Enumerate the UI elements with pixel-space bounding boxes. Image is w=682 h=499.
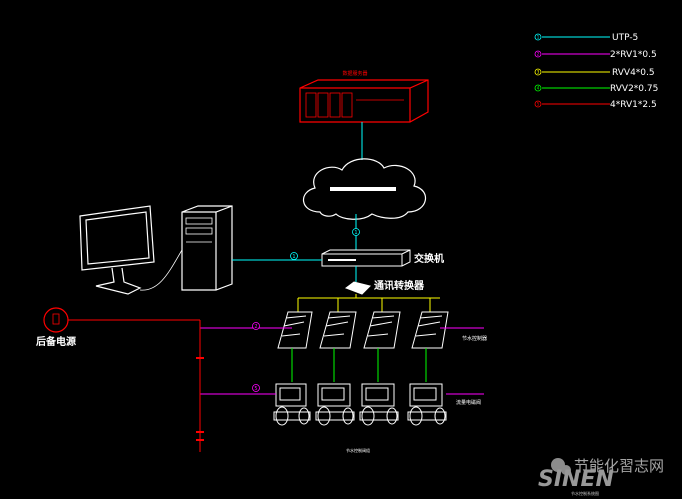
controller-body [277,311,313,349]
tower-drive [185,227,213,235]
legend: 1 UTP-5 2 2*RV1*0.5 3 RVV4*0.5 4 RVV2*0.… [534,33,658,110]
legend-label: 4*RV1*2.5 [610,100,657,110]
legend-marker-number: 1 [537,35,540,40]
valve-flange [317,406,331,426]
monitor-cable [139,249,183,291]
rvv4-bus [297,294,440,312]
legend-row: 4 RVV2*0.75 [534,84,658,94]
watermark-logo: SINEN [538,467,614,492]
power-label: 后备电源 [36,335,76,348]
solenoid-valve-icon [273,383,311,426]
cable-marker-icon [252,384,260,392]
controller-body [319,311,357,349]
valve-flange [342,407,354,425]
power-socket [52,313,60,325]
controller [319,311,357,349]
valve-body [359,383,399,421]
workstation [79,205,233,295]
controller-body [363,311,401,349]
cable-marker-icon [290,252,298,260]
legend-marker-number: 4 [537,86,540,91]
legend-marker-icon [534,33,542,41]
watermark-text: 节能化習志网 [574,457,664,475]
switch-body [321,249,411,267]
valve-flange [409,406,423,426]
controller [411,311,449,349]
legend-marker-number: 5 [537,102,540,107]
valve-body [315,383,355,421]
valve-flange [298,407,310,425]
cable-marker-number: 5 [254,386,257,392]
switch-label: 交换机 [414,252,444,265]
legend-row: 3 RVV4*0.5 [534,68,655,78]
controller [363,311,401,349]
legend-marker-icon [534,100,542,108]
legend-marker-number: 2 [537,52,540,57]
backup-power: 后备电源 [36,307,76,348]
legend-marker-icon [534,84,542,92]
cable-marker-number: 1 [354,230,357,236]
legend-row: 2 2*RV1*0.5 [534,50,657,60]
legend-marker-number: 3 [537,70,540,75]
server-body [299,79,429,123]
solenoid-valve-icon [407,383,447,426]
server: 数据服务器 [299,70,429,123]
controller-body [411,311,449,349]
server-bay [329,92,341,118]
valve-body [273,383,311,421]
valve-flange [275,406,289,426]
server-bay [341,92,353,118]
valve-group-label: 流量电磁阀 [456,399,481,406]
power-outline [43,307,69,333]
tower-drive [185,217,213,225]
cable-marker-icon [352,228,360,236]
title-block-label: 节水控制系统图 [571,490,599,496]
monitor-icon [79,205,155,295]
solenoid-valve-icon [315,383,355,426]
legend-label: RVV2*0.75 [610,84,658,94]
valve-flange [386,407,398,425]
network-switch: 交换机 [321,249,444,267]
cloud-bar [330,187,396,191]
rv05-bus: 2 [200,322,484,330]
legend-label: 2*RV1*0.5 [610,50,657,60]
valve-body [407,383,447,421]
legend-marker-icon [534,68,542,76]
rv05-valve-bus: 5 [200,384,484,395]
rv25-trunk [68,319,204,452]
tower-icon [181,205,233,291]
cable-marker-number: 2 [254,324,257,330]
valve-bottom-label: 节水控制阀组 [346,447,370,453]
server-bay [317,92,329,118]
watermark: 节能化習志网 SINEN 节水控制系统图 [538,457,664,496]
valve-flange [434,407,446,425]
cloud-outline [303,158,426,220]
legend-row: 1 UTP-5 [534,33,638,43]
controller-group-label: 节水控制器 [462,335,487,342]
cable-marker-icon [252,322,260,330]
legend-marker-icon [534,50,542,58]
solenoid-valve-icon [359,383,399,426]
converter-body [344,281,371,295]
cable-marker-number: 1 [292,254,295,260]
server-bay [305,92,317,118]
server-label: 数据服务器 [342,70,367,77]
network-cloud-icon [303,158,426,220]
wechat-icon [561,465,571,475]
controller-row: 节水控制器 [277,311,487,349]
legend-row: 5 4*RV1*2.5 [534,100,657,110]
protocol-converter: 通讯转换器 [344,279,425,295]
converter-label: 通讯转换器 [374,279,425,292]
legend-label: RVV4*0.5 [612,68,655,78]
controller [277,311,313,349]
valve-flange [361,406,375,426]
valve-row: 流量电磁阀 节水控制阀组 [273,383,481,453]
rvv2-drops [291,348,427,382]
legend-label: UTP-5 [612,33,638,43]
